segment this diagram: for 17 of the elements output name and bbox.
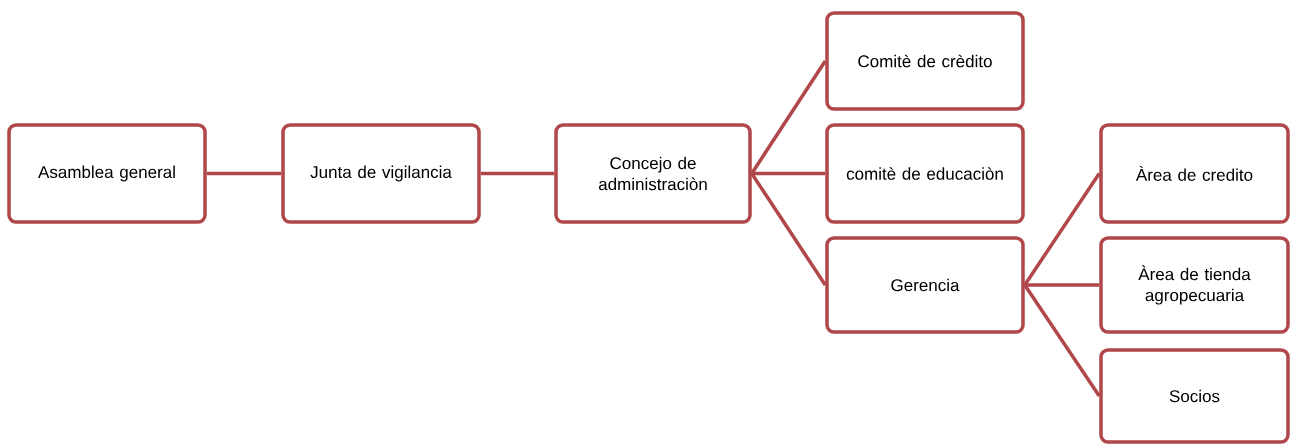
org-box: Comitè de crèdito <box>825 11 1025 111</box>
connector-line <box>750 60 827 175</box>
connector-line <box>1023 172 1101 286</box>
connector-line <box>1023 284 1101 397</box>
org-box: Concejo de administraciòn <box>554 123 752 224</box>
connector-line <box>206 171 282 176</box>
org-box: Asamblea general <box>7 123 207 224</box>
connector-line <box>480 171 555 176</box>
org-box: comitè de educaciòn <box>825 123 1025 224</box>
connector-line <box>750 172 827 286</box>
org-box: Socios <box>1099 348 1290 444</box>
org-box: Àrea de tienda agropecuaria <box>1099 236 1290 334</box>
org-box: Junta de vigilancia <box>281 123 481 224</box>
connector-line <box>751 171 826 176</box>
connector-line <box>1024 283 1100 287</box>
org-box: Gerencia <box>825 236 1025 334</box>
org-box: Àrea de credito <box>1099 123 1290 224</box>
